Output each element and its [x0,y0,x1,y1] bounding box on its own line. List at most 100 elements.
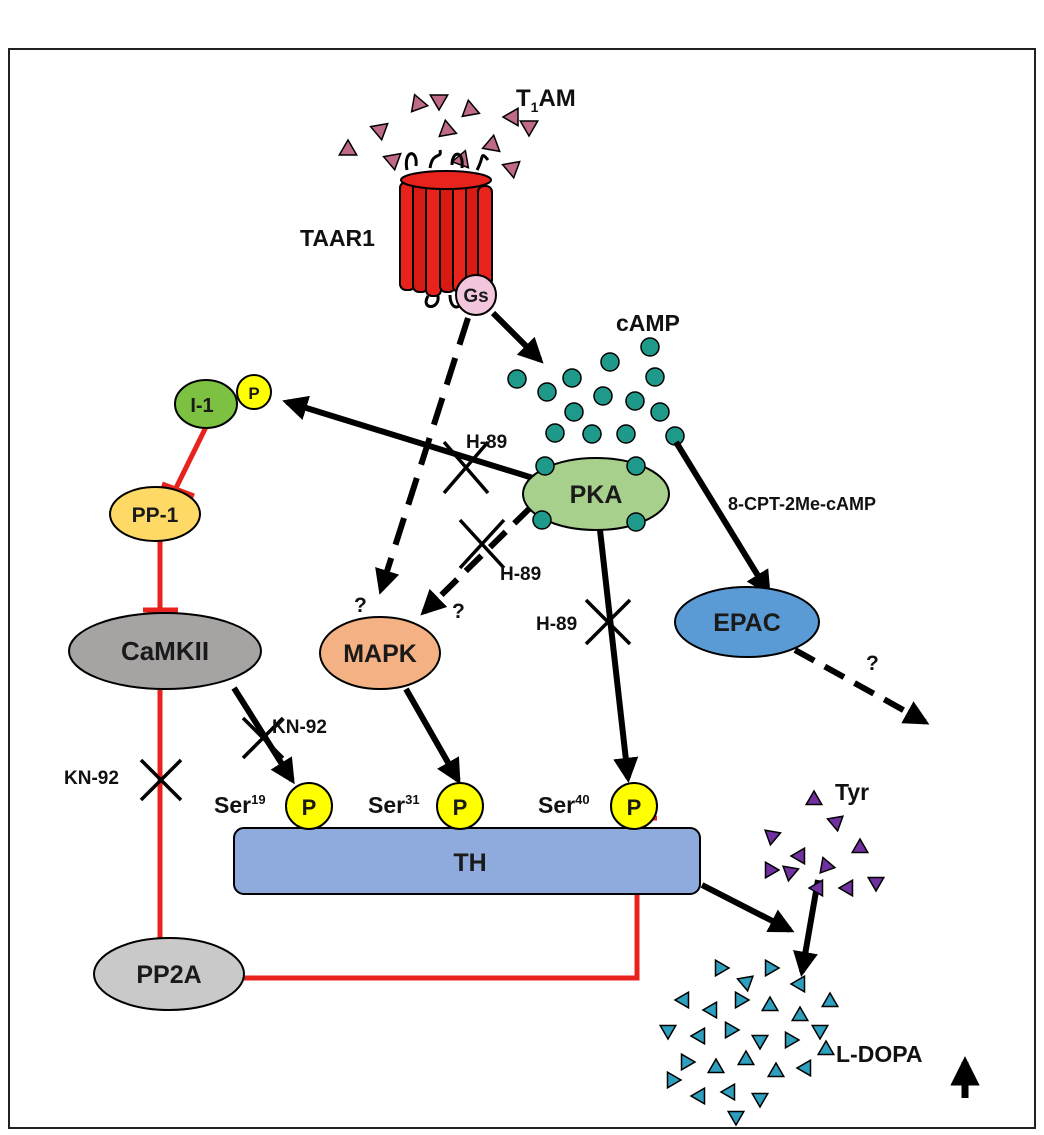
analog-label: 8-CPT-2Me-cAMP [728,494,876,514]
pka-node [522,457,670,531]
ldopa-triangle [673,990,690,1010]
tyr-triangle [826,815,845,833]
arrow-camkii-to-ser19 [231,686,295,785]
ldopa-triangle [750,1034,770,1051]
tyr-triangle [804,789,824,806]
t1am-triangle [501,106,519,128]
ser31-phospho [436,782,484,830]
ser40-label: Ser40 [538,792,590,818]
camp-dot [650,402,670,422]
camp-label: cAMP [616,310,680,336]
i1-label: I-1 [190,395,213,417]
tyr-triangle [781,865,800,883]
ldopa-triangle [680,1052,697,1072]
taar1-label: TAAR1 [300,225,375,251]
tyr-triangle [837,878,854,898]
ldopa-triangle [719,1082,736,1102]
mapk-label: MAPK [343,640,417,668]
camp-dot [582,424,602,444]
h89-label-1: H-89 [466,432,507,453]
arrow-tyr-to-ldopa [793,879,821,977]
arrow-th-to-ldopa [700,882,795,933]
ldopa-triangle [795,1058,812,1078]
arrow-mapk-to-ser31 [403,687,461,785]
ldopa-triangle [701,1000,718,1020]
ldopa-triangle [784,1030,801,1050]
unknown-mark-1: ? [354,594,367,617]
epac-node [674,586,820,658]
ldopa-triangle [820,991,840,1008]
kn92-label-1: KN-92 [272,717,327,738]
th-label: TH [453,849,486,877]
ldopa-triangle [726,1110,746,1127]
ser40-phospho [610,782,658,830]
ldopa-label: L-DOPA [836,1041,922,1067]
camp-dot [564,402,584,422]
t1am-triangle [382,152,402,172]
gs-protein-node [455,274,497,316]
epac-label: EPAC [713,609,781,637]
ldopa-triangle [760,995,780,1012]
camp-dot [665,426,685,446]
t1am-triangle [410,93,430,113]
t1am-triangle [369,122,389,142]
ldopa-triangle [689,1026,706,1046]
camp-dot [545,423,565,443]
t1am-triangle [481,133,501,153]
ldopa-triangle [790,1005,810,1022]
ldopa-triangle [736,1049,756,1066]
camp-dot [593,386,613,406]
arrow-camp-to-epac [673,440,771,597]
arrow-gs-to-camp [490,310,544,364]
i1-phospho [236,374,272,410]
ser40-phospho-label: P [627,795,642,820]
ser19-phospho [285,782,333,830]
camp-dot [616,424,636,444]
camp-dot [537,382,557,402]
pp2a-label: PP2A [136,961,201,989]
tyr-triangle [850,837,870,854]
ldopa-triangle [666,1070,683,1090]
camp-dot [640,337,660,357]
camkii-label: CaMKII [121,636,209,666]
inhibitor-marks [139,440,632,802]
ser19-label: Ser19 [214,792,266,818]
t1am-triangle [461,98,481,118]
tyr-triangle [764,860,781,880]
ldopa-triangle [789,974,806,994]
ldopa-triangle [734,990,751,1010]
pka-bound-camp [532,456,646,532]
ldopa-triangle [736,975,755,993]
camp-dot [507,369,527,389]
arrow-pka-to-mapk [420,505,533,616]
arrow-gs-to-mapk [375,317,471,595]
ldopa-triangle [658,1024,678,1041]
ldopa-triangle [689,1086,706,1106]
tyr-triangle [807,878,824,898]
tyr-label: Tyr [835,779,869,805]
camp-dot [625,391,645,411]
t1am-triangle [428,94,450,112]
tyr-triangle [763,829,782,847]
ldopa-triangle [706,1057,726,1074]
ser31-phospho-label: P [453,795,468,820]
camp-dot [645,367,665,387]
arrow-epac-unknown [793,647,930,725]
mapk-node [319,616,441,690]
ser19-phospho-label: P [302,795,317,820]
ldopa-triangle [816,1039,836,1056]
tyr-molecules [763,789,886,898]
arrow-pka-to-i1 [282,395,534,481]
camp-dot [600,352,620,372]
ldopa-triangle [750,1092,770,1109]
camkii-node [68,612,262,690]
tyr-triangle [789,846,806,866]
ldopa-triangle [724,1020,741,1040]
unknown-mark-3: ? [866,652,879,675]
h89-label-2: H-89 [500,564,541,585]
h89-label-3: H-89 [536,614,577,635]
taar1-receptor [399,149,493,309]
pp1-label: PP-1 [132,504,179,527]
t1am-triangle [337,138,359,156]
